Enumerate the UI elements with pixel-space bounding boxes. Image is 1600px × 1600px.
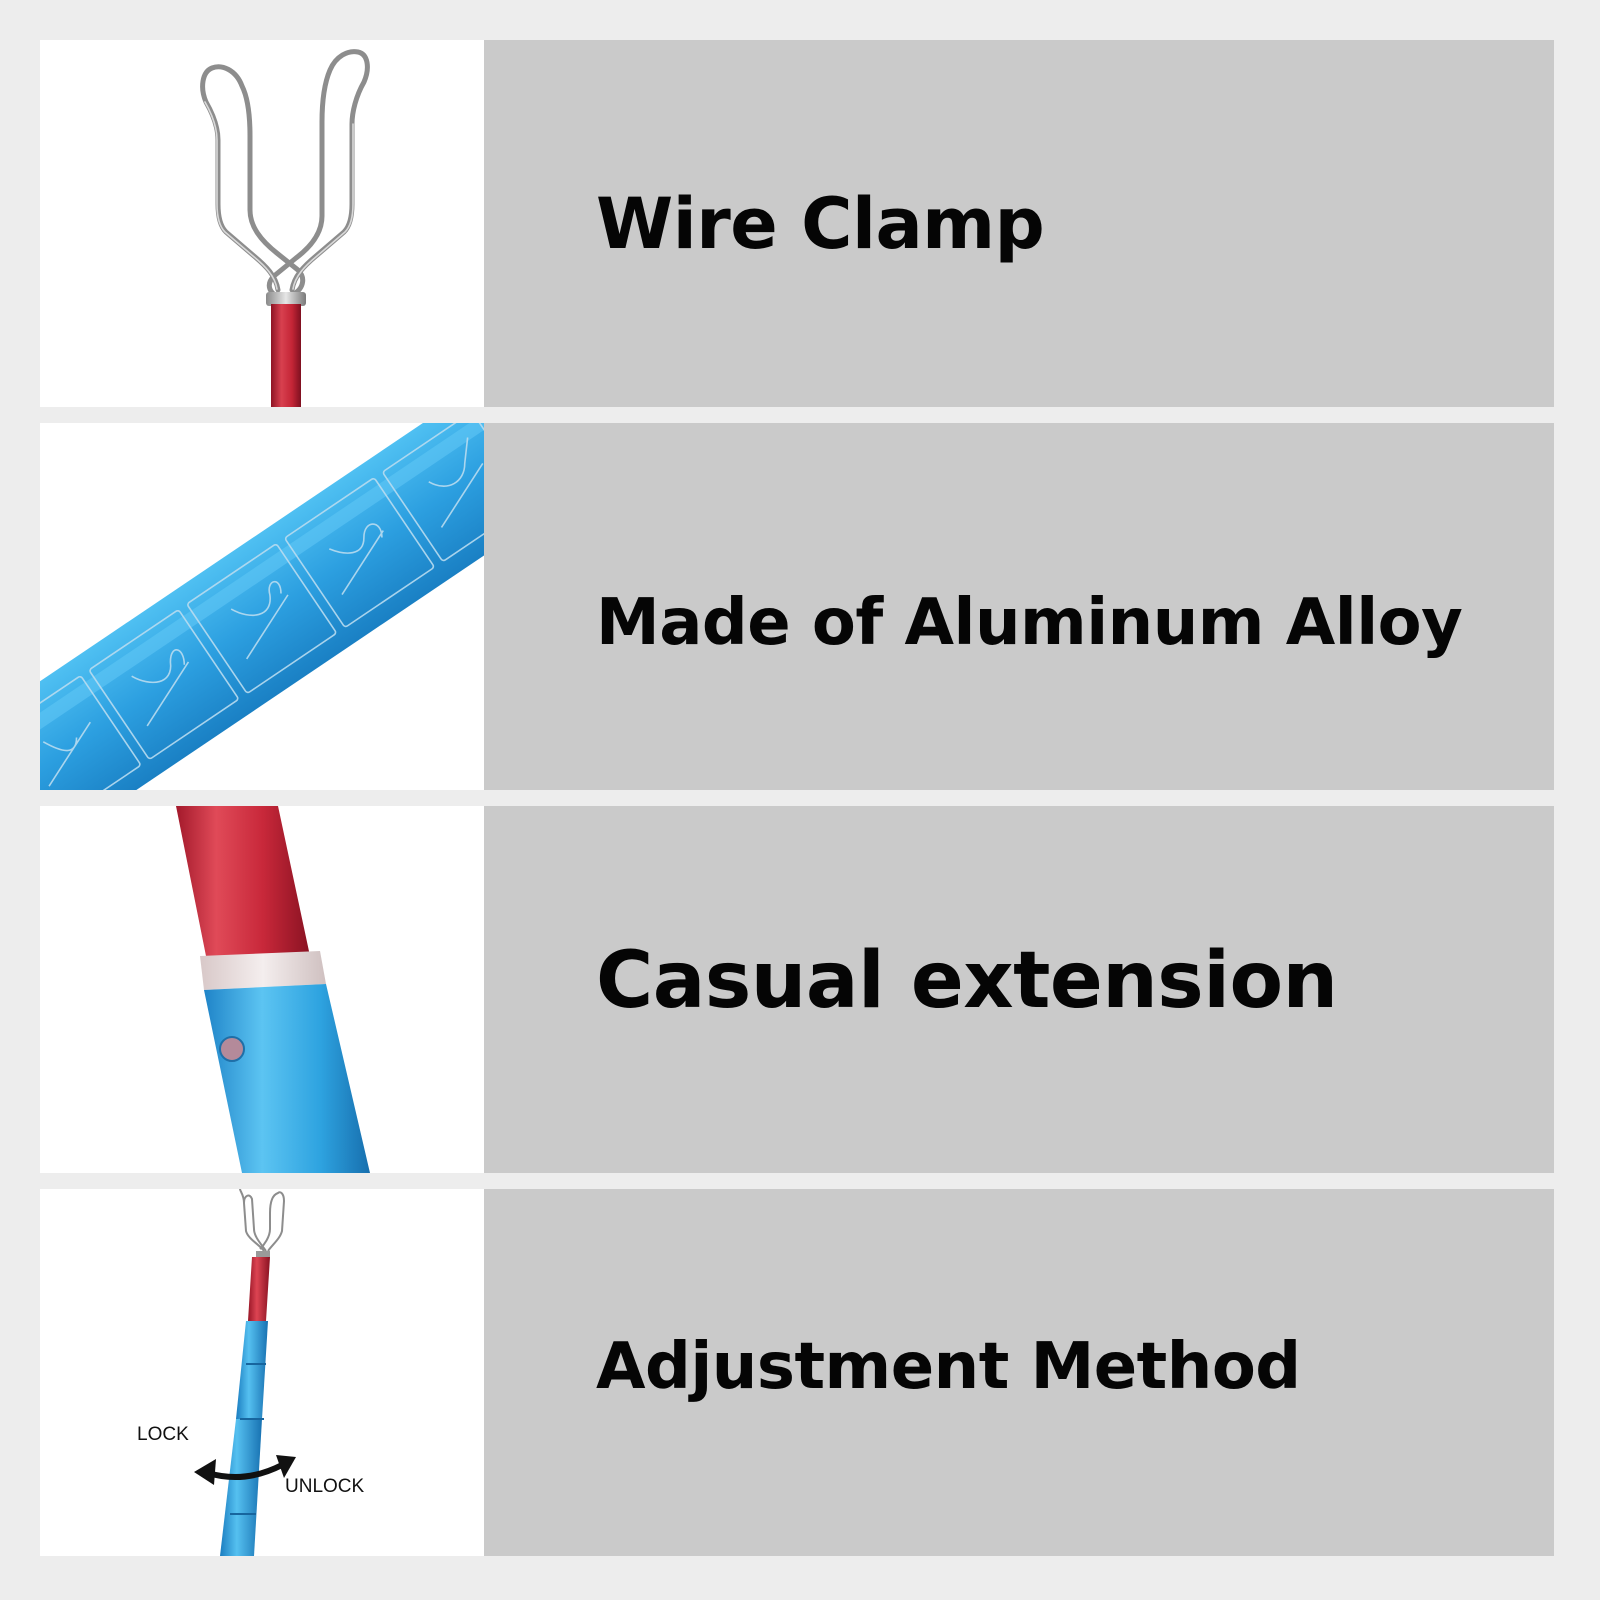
engraved-knot-instructions [40, 423, 484, 790]
aluminum-pole-body [40, 423, 484, 790]
small-wire-clamp [239, 1189, 285, 1252]
feature-row-casual-extension: Casual extension [40, 806, 1554, 1173]
casual-extension-image [40, 806, 484, 1173]
red-pole-segment [271, 304, 301, 407]
aluminum-pole-illustration [40, 423, 484, 790]
feature-title: Wire Clamp [596, 183, 1045, 265]
pole-collar [266, 292, 306, 306]
blue-pole-segment-upper [236, 1321, 268, 1419]
feature-title: Adjustment Method [596, 1330, 1301, 1404]
wire-clamp-image [40, 40, 484, 407]
blue-pole-segment [204, 984, 370, 1173]
casual-extension-text-panel: Casual extension [484, 806, 1554, 1173]
lock-label: LOCK [137, 1424, 189, 1445]
aluminum-alloy-text-panel: Made of Aluminum Alloy [484, 423, 1554, 790]
double-headed-curved-arrow-icon [194, 1455, 296, 1485]
blue-pole-segment-lower [220, 1419, 262, 1556]
wire-clamp-illustration [200, 49, 370, 407]
feature-row-wire-clamp: Wire Clamp [40, 40, 1554, 407]
unlock-label: UNLOCK [285, 1476, 365, 1497]
aluminum-alloy-image [40, 423, 484, 790]
wire-clamp-highlight [204, 101, 354, 290]
adjustment-method-image: LOCK UNLOCK [40, 1189, 484, 1556]
red-pole-segment [176, 806, 310, 956]
feature-row-aluminum-alloy: Made of Aluminum Alloy [40, 423, 1554, 790]
red-pole-segment [248, 1257, 270, 1321]
feature-row-adjustment-method: LOCK UNLOCK Adjustment Method [40, 1189, 1554, 1556]
full-pole-illustration: LOCK UNLOCK [137, 1189, 365, 1556]
telescopic-joint-illustration [176, 806, 370, 1173]
adjustment-method-text-panel: Adjustment Method [484, 1189, 1554, 1556]
feature-title: Made of Aluminum Alloy [596, 586, 1463, 660]
pole-ring [200, 951, 326, 990]
feature-title: Casual extension [596, 936, 1338, 1026]
wire-clamp-text-panel: Wire Clamp [484, 40, 1554, 407]
lock-button-hole [219, 1036, 245, 1062]
wire-clamp-shape [200, 49, 370, 301]
